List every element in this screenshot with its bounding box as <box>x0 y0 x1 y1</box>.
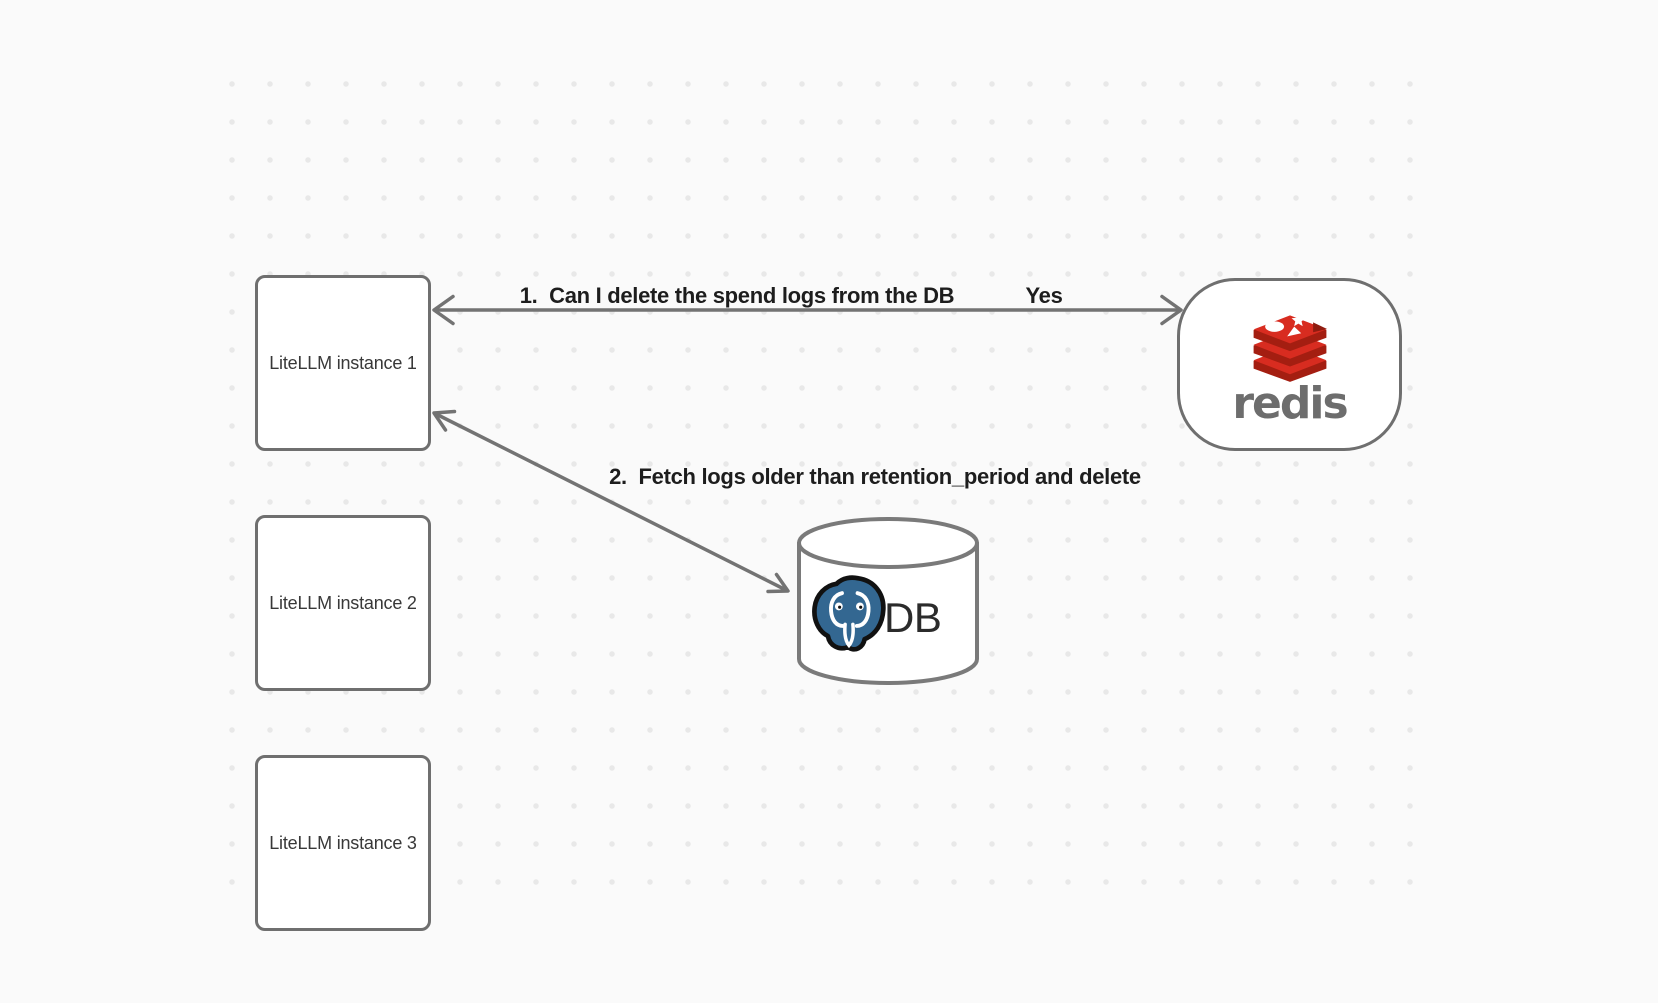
node-litellm-instance-1[interactable]: LiteLLM instance 1 <box>255 275 431 451</box>
redis-wordmark: redis <box>1232 378 1348 429</box>
node-redis[interactable]: redis <box>1177 278 1402 451</box>
node-label: LiteLLM instance 1 <box>269 352 417 373</box>
node-litellm-instance-2[interactable]: LiteLLM instance 2 <box>255 515 431 691</box>
redis-logo-icon <box>1253 314 1327 382</box>
db-label: DB <box>884 594 942 641</box>
node-label: LiteLLM instance 3 <box>269 832 417 853</box>
arrow2-label: 2. Fetch logs older than retention_perio… <box>609 464 1141 489</box>
arrow1-label: 1. Can I delete the spend logs from the … <box>519 283 955 308</box>
postgresql-elephant-icon <box>812 575 886 652</box>
node-label: LiteLLM instance 2 <box>269 592 417 613</box>
node-litellm-instance-3[interactable]: LiteLLM instance 3 <box>255 755 431 931</box>
arrow1-response-label: Yes <box>1025 283 1063 308</box>
